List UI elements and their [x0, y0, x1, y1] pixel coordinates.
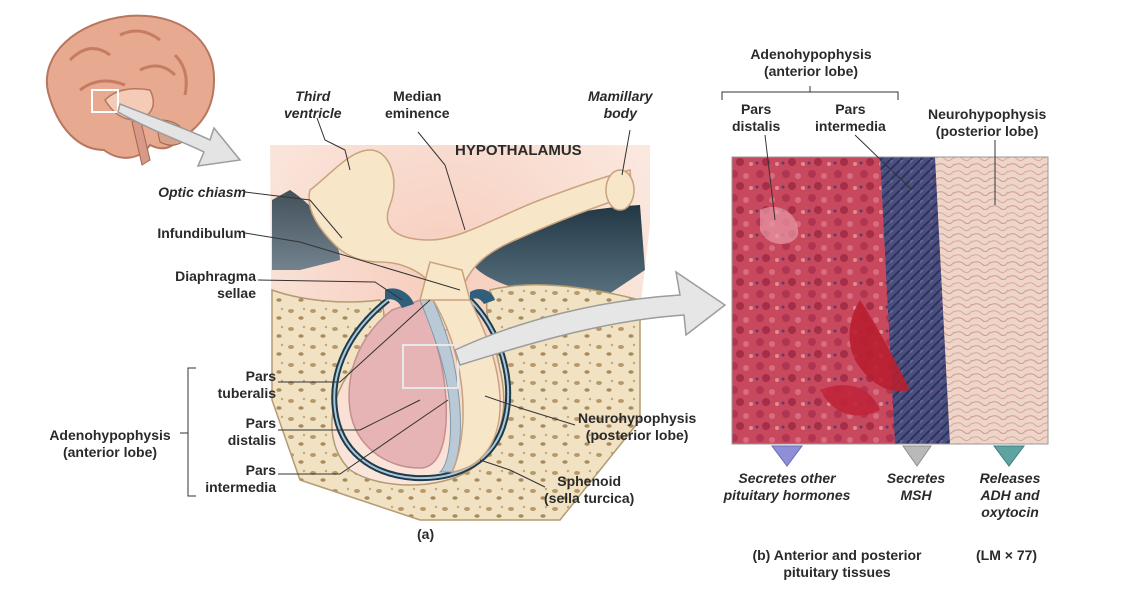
magnification-label: (LM × 77): [976, 547, 1038, 563]
micrograph: [731, 156, 1049, 445]
leader-lines-right: [721, 86, 996, 221]
secretion-markers: [771, 445, 1025, 467]
sagittal-section: [270, 145, 650, 521]
adenohypophysis-label-right: Adenohypophysis(anterior lobe): [750, 46, 872, 79]
infundibulum-label: Infundibulum: [157, 225, 246, 241]
neurohypophysis-label-right: Neurohypophysis(posterior lobe): [928, 106, 1047, 139]
pointer-arrow-2: [454, 270, 727, 366]
caption-a: (a): [417, 526, 435, 542]
neurohypophysis-label-left: Neurohypophysis(posterior lobe): [578, 410, 697, 443]
sphenoid-label: Sphenoid(sella turcica): [544, 473, 635, 506]
pointer-arrow-1: [117, 102, 242, 167]
hypothalamus-label: HYPOTHALAMUS: [455, 142, 582, 159]
optic-chiasm-label: Optic chiasm: [158, 184, 246, 200]
leader-lines-left: [180, 117, 631, 497]
adenohypophysis-label-left: Adenohypophysis(anterior lobe): [49, 427, 171, 460]
